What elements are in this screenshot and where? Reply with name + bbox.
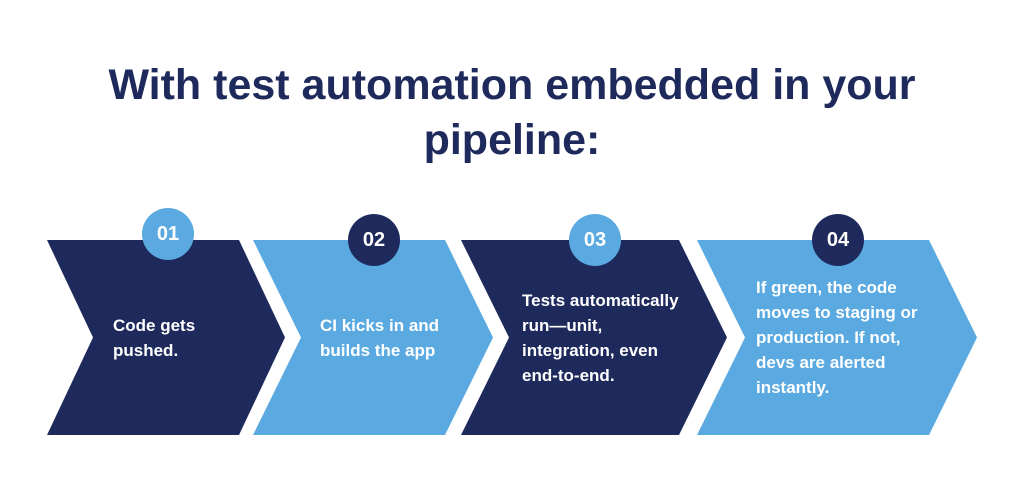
step-4-text: If green, the code moves to staging or p… xyxy=(756,278,918,397)
step-2-text: CI kicks in and builds the app xyxy=(320,315,440,360)
step-3-number-badge: 03 xyxy=(569,214,621,266)
step-1-text: Code gets pushed. xyxy=(113,315,196,360)
step-4-arrow: If green, the code moves to staging or p… xyxy=(697,240,977,435)
step-4-number-badge: 04 xyxy=(812,214,864,266)
step-1-arrow: Code gets pushed. xyxy=(47,240,285,435)
page-title: With test automation embedded in your pi… xyxy=(108,61,916,164)
step-2-chevron-shape xyxy=(253,240,493,435)
step-3-arrow: Tests automatically run—unit, integratio… xyxy=(461,240,727,435)
step-4-chevron-shape xyxy=(697,240,977,435)
step-1-chevron-shape xyxy=(47,240,285,435)
step-3-text: Tests automatically run—unit, integratio… xyxy=(522,290,679,385)
step-2-number-badge: 02 xyxy=(348,214,400,266)
step-3-chevron-shape xyxy=(461,240,727,435)
step-1-number-badge: 01 xyxy=(142,208,194,260)
step-2-arrow: CI kicks in and builds the app xyxy=(253,240,493,435)
